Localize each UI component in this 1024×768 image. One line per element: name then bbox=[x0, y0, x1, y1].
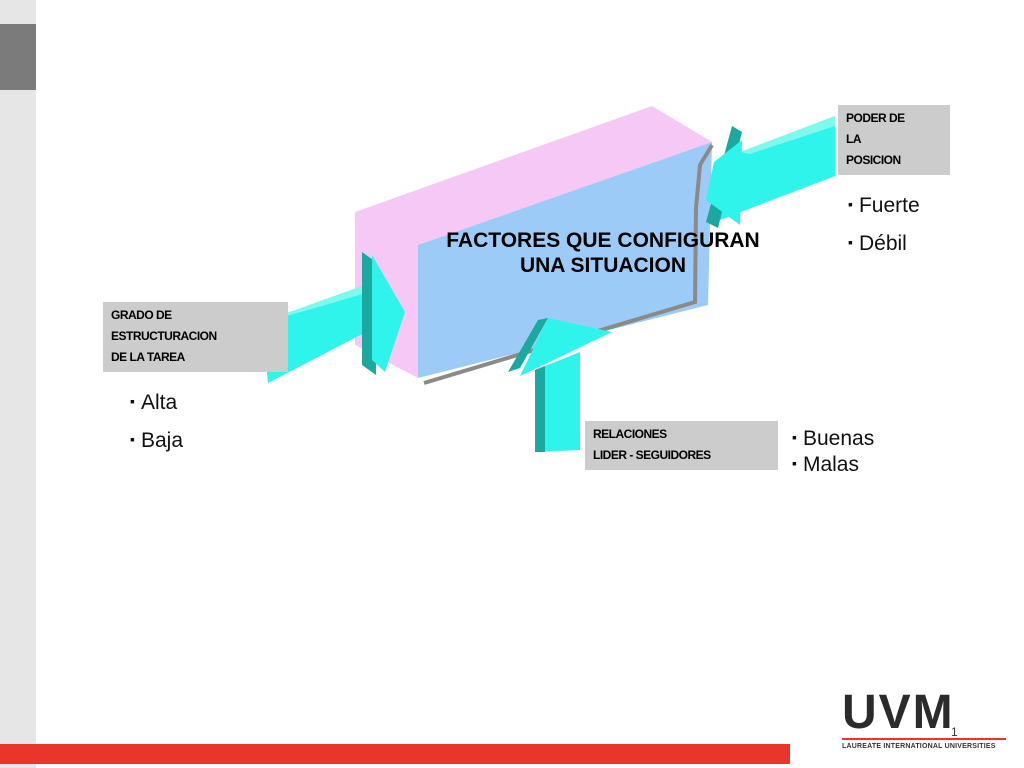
option-malas: Malas bbox=[792, 451, 874, 477]
side-accent bbox=[0, 24, 36, 90]
factor-options-grado: Alta Baja bbox=[130, 383, 183, 459]
logo-divider bbox=[842, 738, 1006, 740]
option-alta: Alta bbox=[130, 383, 183, 421]
arrow-left-shaft bbox=[262, 285, 370, 383]
arrow-right-shaft bbox=[720, 116, 835, 220]
arrow-bottom-shaft-side bbox=[535, 366, 545, 452]
footer-accent-bar bbox=[0, 744, 790, 764]
factor-label-grado: GRADO DE ESTRUCTURACION DE LA TAREA bbox=[103, 302, 288, 372]
factor-options-relaciones: Buenas Malas bbox=[792, 425, 874, 477]
side-strip bbox=[0, 0, 36, 768]
box-top-face bbox=[355, 106, 712, 245]
factor-label-poder: PODER DE LA POSICION bbox=[838, 105, 950, 175]
arrow-bottom-head-dark bbox=[508, 318, 548, 372]
arrow-left-head bbox=[372, 255, 405, 372]
arrow-bottom-shaft bbox=[535, 352, 580, 452]
page-number: 1 bbox=[951, 725, 958, 739]
logo-subtext: LAUREATE INTERNATIONAL UNIVERSITIES bbox=[842, 743, 996, 750]
option-buenas: Buenas bbox=[792, 425, 874, 451]
box-shadow-edge bbox=[423, 143, 714, 385]
center-title: FACTORES QUE CONFIGURAN UNA SITUACION bbox=[446, 229, 760, 277]
uvm-logo: UVM LAUREATE INTERNATIONAL UNIVERSITIES bbox=[842, 686, 1008, 750]
arrow-bottom-head bbox=[520, 318, 612, 376]
option-fuerte: Fuerte bbox=[848, 186, 920, 224]
option-baja: Baja bbox=[130, 421, 183, 459]
arrow-right-shaft-top bbox=[740, 116, 835, 154]
option-debil: Débil bbox=[848, 224, 920, 262]
arrow-right-head bbox=[706, 140, 742, 225]
arrow-left-shaft-top bbox=[262, 285, 370, 322]
logo-text: UVM bbox=[842, 686, 955, 739]
factor-options-poder: Fuerte Débil bbox=[848, 186, 920, 262]
factor-label-relaciones: RELACIONES LIDER - SEGUIDORES bbox=[585, 421, 778, 470]
